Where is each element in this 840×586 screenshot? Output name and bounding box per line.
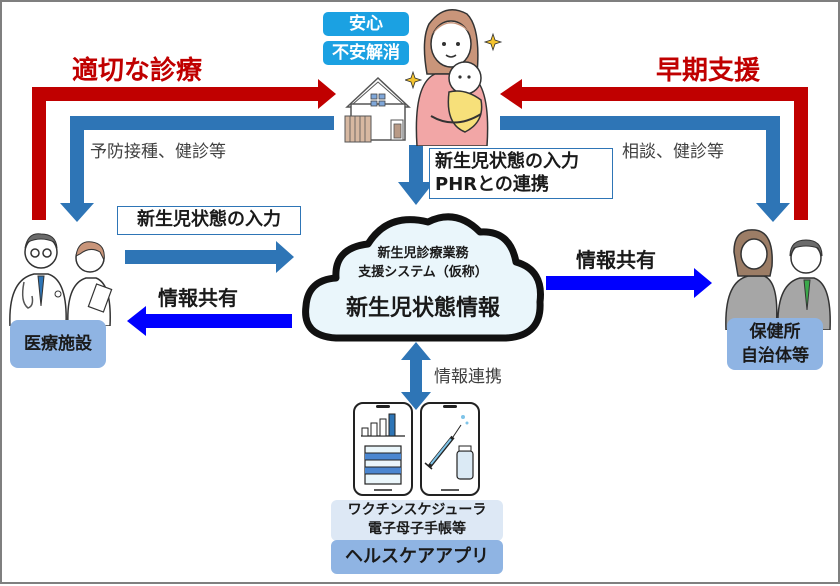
house-icon xyxy=(344,76,411,143)
cloud-content: 新生児診療業務 支援システム（仮称） 新生児状態情報 xyxy=(328,244,518,322)
app-examples-line2: 電子母子手帳等 xyxy=(368,521,466,537)
vaccine-app-phone-icon xyxy=(420,402,480,496)
red-arrow-appropriate-care xyxy=(32,79,336,220)
label-early-support: 早期支援 xyxy=(656,56,761,86)
left-input-box: 新生児状態の入力 xyxy=(117,206,301,235)
label-consultation-checkup: 相談、健診等 xyxy=(622,142,724,162)
blue-arrow-mother-to-cloud xyxy=(398,145,434,205)
app-examples-line1: ワクチンスケジューラ xyxy=(347,502,487,518)
badge-anxiety-resolved: 不安解消 xyxy=(323,41,409,65)
cloud-title: 新生児状態情報 xyxy=(345,296,500,321)
badge-health-center-line2: 自治体等 xyxy=(741,346,809,366)
badge-app-examples: ワクチンスケジューラ 電子母子手帳等 xyxy=(331,500,503,541)
blue-arrow-vaccination-checkup xyxy=(60,116,334,222)
chart-app-phone-icon xyxy=(353,402,413,496)
label-appropriate-care: 適切な診療 xyxy=(72,56,203,86)
cloud-system-line1: 新生児診療業務 xyxy=(377,246,469,261)
badge-health-center-line1: 保健所 xyxy=(749,322,801,342)
badge-medical-facility: 医療施設 xyxy=(10,320,106,368)
blue-double-arrow-info-link xyxy=(401,342,431,410)
badge-healthcare-app: ヘルスケアアプリ xyxy=(331,540,503,574)
blue-arrow-input-to-cloud xyxy=(125,241,294,273)
center-input-line1: 新生児状態の入力 xyxy=(435,151,579,172)
badge-relief: 安心 xyxy=(323,12,409,36)
center-input-box: 新生児状態の入力 PHRとの連携 xyxy=(429,148,613,199)
label-share-officials: 情報共有 xyxy=(576,248,656,272)
mother-with-baby-icon xyxy=(405,9,503,146)
label-vaccination-checkup: 予防接種、健診等 xyxy=(90,142,226,162)
center-input-line2: PHRとの連携 xyxy=(435,173,549,195)
badge-health-center: 保健所 自治体等 xyxy=(727,318,823,370)
blue-arrow-consultation-checkup xyxy=(500,116,790,222)
cloud-system-line2: 支援システム（仮称） xyxy=(358,265,488,280)
label-share-hospital: 情報共有 xyxy=(158,286,238,310)
red-arrow-early-support xyxy=(500,79,808,220)
public-health-staff-icon xyxy=(725,229,831,330)
bright-blue-arrow-share-to-hospital xyxy=(127,306,292,336)
bright-blue-arrow-share-to-officials xyxy=(546,268,712,298)
cloud-icon xyxy=(302,213,544,342)
label-info-link: 情報連携 xyxy=(434,367,502,387)
doctor-and-nurse-icon xyxy=(9,233,113,326)
